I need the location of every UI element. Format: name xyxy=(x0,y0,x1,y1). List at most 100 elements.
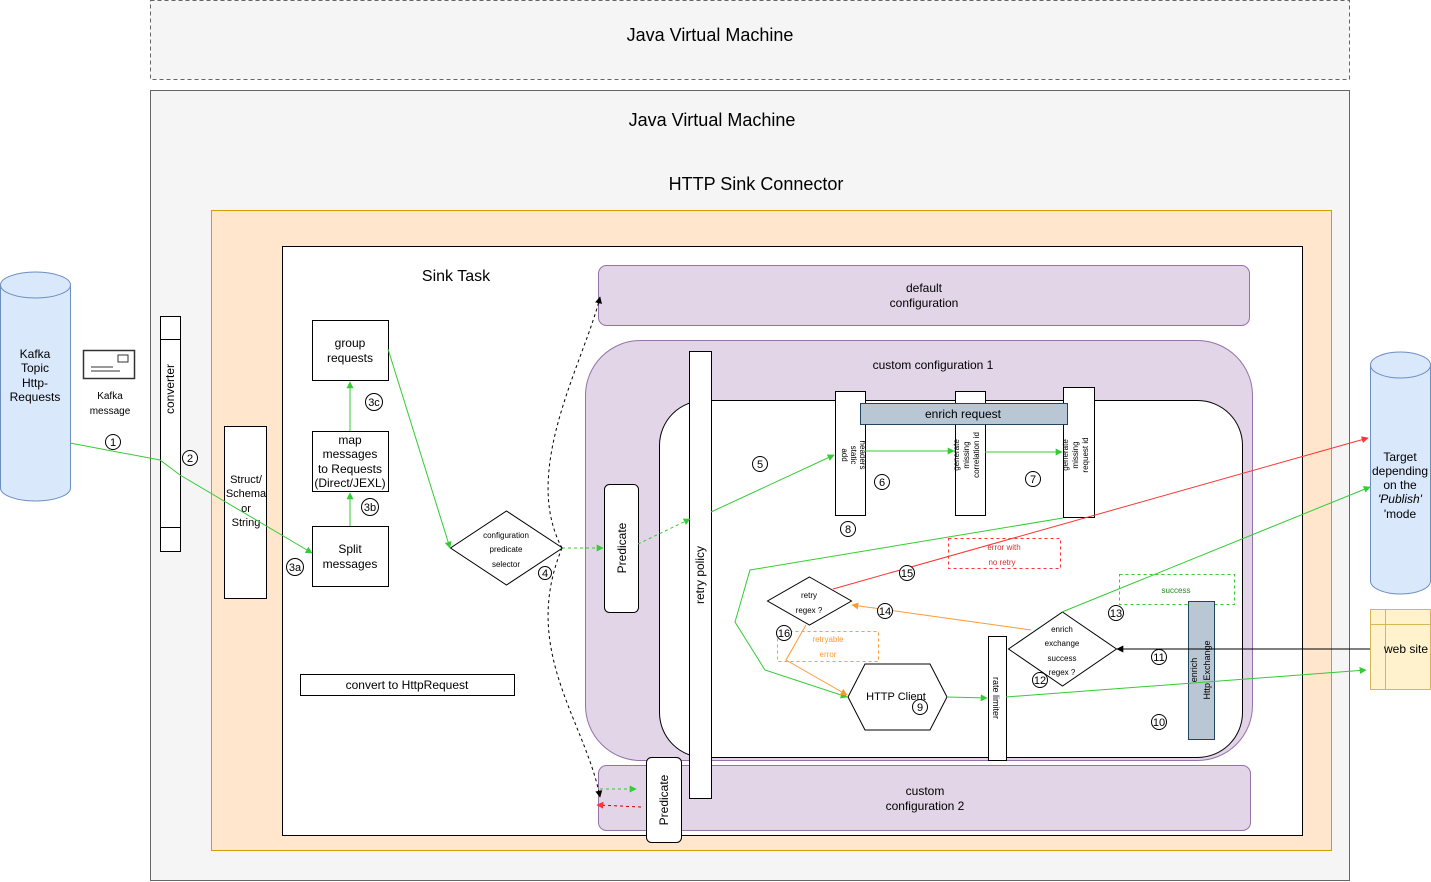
retryable-error-line2: error xyxy=(820,650,837,659)
gen-request-id-line3: request id xyxy=(1081,437,1090,472)
envelope-icon xyxy=(82,349,136,380)
svg-text:1: 1 xyxy=(110,437,116,449)
svg-text:16: 16 xyxy=(778,628,790,640)
add-static-headers-line3: headers xyxy=(858,441,867,470)
enrich-success-line4: regex ? xyxy=(1049,668,1076,677)
target-line5: 'mode xyxy=(1384,507,1417,521)
connector-title: HTTP Sink Connector xyxy=(669,174,844,194)
step-3c: 3c xyxy=(365,393,383,411)
flow-arrows xyxy=(69,296,1371,809)
target-line2: depending xyxy=(1372,464,1428,478)
config-selector-line3: selector xyxy=(492,560,520,569)
predicate-1-label: Predicate xyxy=(615,522,629,573)
enrich-success-line1: enrich xyxy=(1051,625,1073,634)
retry-policy-label: retry policy xyxy=(693,546,707,604)
retry-regex-diamond: retry regex ? xyxy=(766,576,853,626)
split-messages-box: Split messages xyxy=(312,526,389,587)
retryable-error-line1: retryable xyxy=(812,635,844,644)
target-line1: Target xyxy=(1383,450,1417,464)
struct-schema-box: Struct/ Schema or String xyxy=(224,426,267,599)
step-6: 6 xyxy=(874,474,890,490)
struct-line3: or xyxy=(241,503,251,515)
struct-line2: Schema xyxy=(226,488,267,500)
group-requests-box: group requests xyxy=(312,320,389,381)
http-client-label: HTTP Client xyxy=(866,691,926,703)
config-selector-diamond: configuration predicate selector xyxy=(449,510,564,586)
convert-to-http-label: convert to HttpRequest xyxy=(346,678,469,692)
step-3a: 3a xyxy=(286,558,304,576)
convert-to-httprequest-box: convert to HttpRequest xyxy=(300,674,515,696)
svg-text:11: 11 xyxy=(1153,652,1164,664)
step-13: 13 xyxy=(1108,605,1124,621)
group-requests-line1: group xyxy=(335,336,366,350)
target-line3: on the xyxy=(1383,478,1417,492)
svg-text:14: 14 xyxy=(879,606,891,618)
target-line4: 'Publish' xyxy=(1378,492,1423,506)
rate-limiter-box: rate limiter xyxy=(988,636,1007,761)
error-no-retry-label: error with no retry xyxy=(948,538,1061,569)
split-messages-line2: messages xyxy=(323,557,378,571)
converter-label: converter xyxy=(163,364,177,414)
gen-correlation-line2: missing xyxy=(962,441,971,468)
gen-request-id-line1: generate xyxy=(1061,439,1070,471)
success-text: success xyxy=(1162,586,1191,595)
step-10: 10 xyxy=(1151,714,1167,730)
retry-policy-box: retry policy xyxy=(689,351,712,799)
retry-regex-line1: retry xyxy=(801,591,817,600)
step-11: 11 xyxy=(1151,649,1167,665)
predicate-box-1: Predicate xyxy=(604,484,639,613)
jvm-inner-title: Java Virtual Machine xyxy=(629,110,796,130)
group-requests-line2: requests xyxy=(327,351,373,365)
map-messages-line3: to Requests xyxy=(318,462,382,476)
svg-text:12: 12 xyxy=(1034,675,1046,687)
default-configuration-box: default configuration xyxy=(598,265,1250,326)
svg-text:3b: 3b xyxy=(364,502,376,514)
error-no-retry-line2: no retry xyxy=(988,558,1015,567)
svg-text:13: 13 xyxy=(1110,608,1122,620)
gen-correlation-line3: correlation id xyxy=(972,432,981,478)
step-markers: 1 2 3a 3b 3c 4 5 6 7 8 9 10 11 12 13 14 … xyxy=(105,393,1167,730)
retry-regex-line2: regex ? xyxy=(796,606,823,615)
step-7: 7 xyxy=(1025,471,1041,487)
svg-text:3a: 3a xyxy=(289,562,302,574)
step-2: 2 xyxy=(182,450,198,466)
svg-text:5: 5 xyxy=(757,459,763,471)
kafka-topic-line1: Kafka xyxy=(20,347,51,361)
svg-text:10: 10 xyxy=(1153,717,1165,729)
kafka-topic-line3: Http- xyxy=(22,376,48,390)
step-4: 4 xyxy=(538,566,552,580)
struct-line4: String xyxy=(232,517,261,529)
step-9: 9 xyxy=(912,699,928,715)
step-14: 14 xyxy=(877,603,893,619)
kafka-message-line2: message xyxy=(90,406,131,417)
svg-text:8: 8 xyxy=(845,524,851,536)
web-site-box: web site xyxy=(1370,609,1431,690)
enrich-success-line2: exchange xyxy=(1045,639,1080,648)
step-16: 16 xyxy=(776,625,792,641)
converter-box: converter xyxy=(160,316,181,552)
predicate-box-2: Predicate xyxy=(646,757,682,843)
split-messages-line1: Split xyxy=(338,542,362,556)
add-static-headers-line2: static xyxy=(849,446,858,465)
svg-text:7: 7 xyxy=(1030,474,1036,486)
svg-text:9: 9 xyxy=(917,702,923,714)
kafka-topic-line2: Topic xyxy=(21,361,49,375)
success-label: success xyxy=(1119,574,1235,605)
jvm-outer-box: Java Virtual Machine xyxy=(150,0,1350,80)
default-config-line1: default xyxy=(906,281,943,295)
http-client-hexagon: HTTP Client xyxy=(847,663,948,731)
error-no-retry-line1: error with xyxy=(987,543,1020,552)
enrich-request-bar: enrich request xyxy=(860,403,1068,425)
sink-task-title: Sink Task xyxy=(422,268,491,285)
kafka-topic-line4: Requests xyxy=(10,390,61,404)
enrich-exchange-line1: enrich xyxy=(1189,658,1199,683)
web-site-label: web site xyxy=(1383,642,1428,656)
step-12: 12 xyxy=(1032,672,1048,688)
target-cylinder: Target depending on the 'Publish' 'mode xyxy=(1370,351,1431,595)
kafka-topic-cylinder: Kafka Topic Http- Requests xyxy=(0,271,71,502)
jvm-outer-title: Java Virtual Machine xyxy=(627,25,794,45)
map-messages-line1: map xyxy=(338,433,362,447)
enrich-request-label: enrich request xyxy=(925,407,1002,421)
struct-line1: Struct/ xyxy=(230,474,263,486)
step-8: 8 xyxy=(840,521,856,537)
